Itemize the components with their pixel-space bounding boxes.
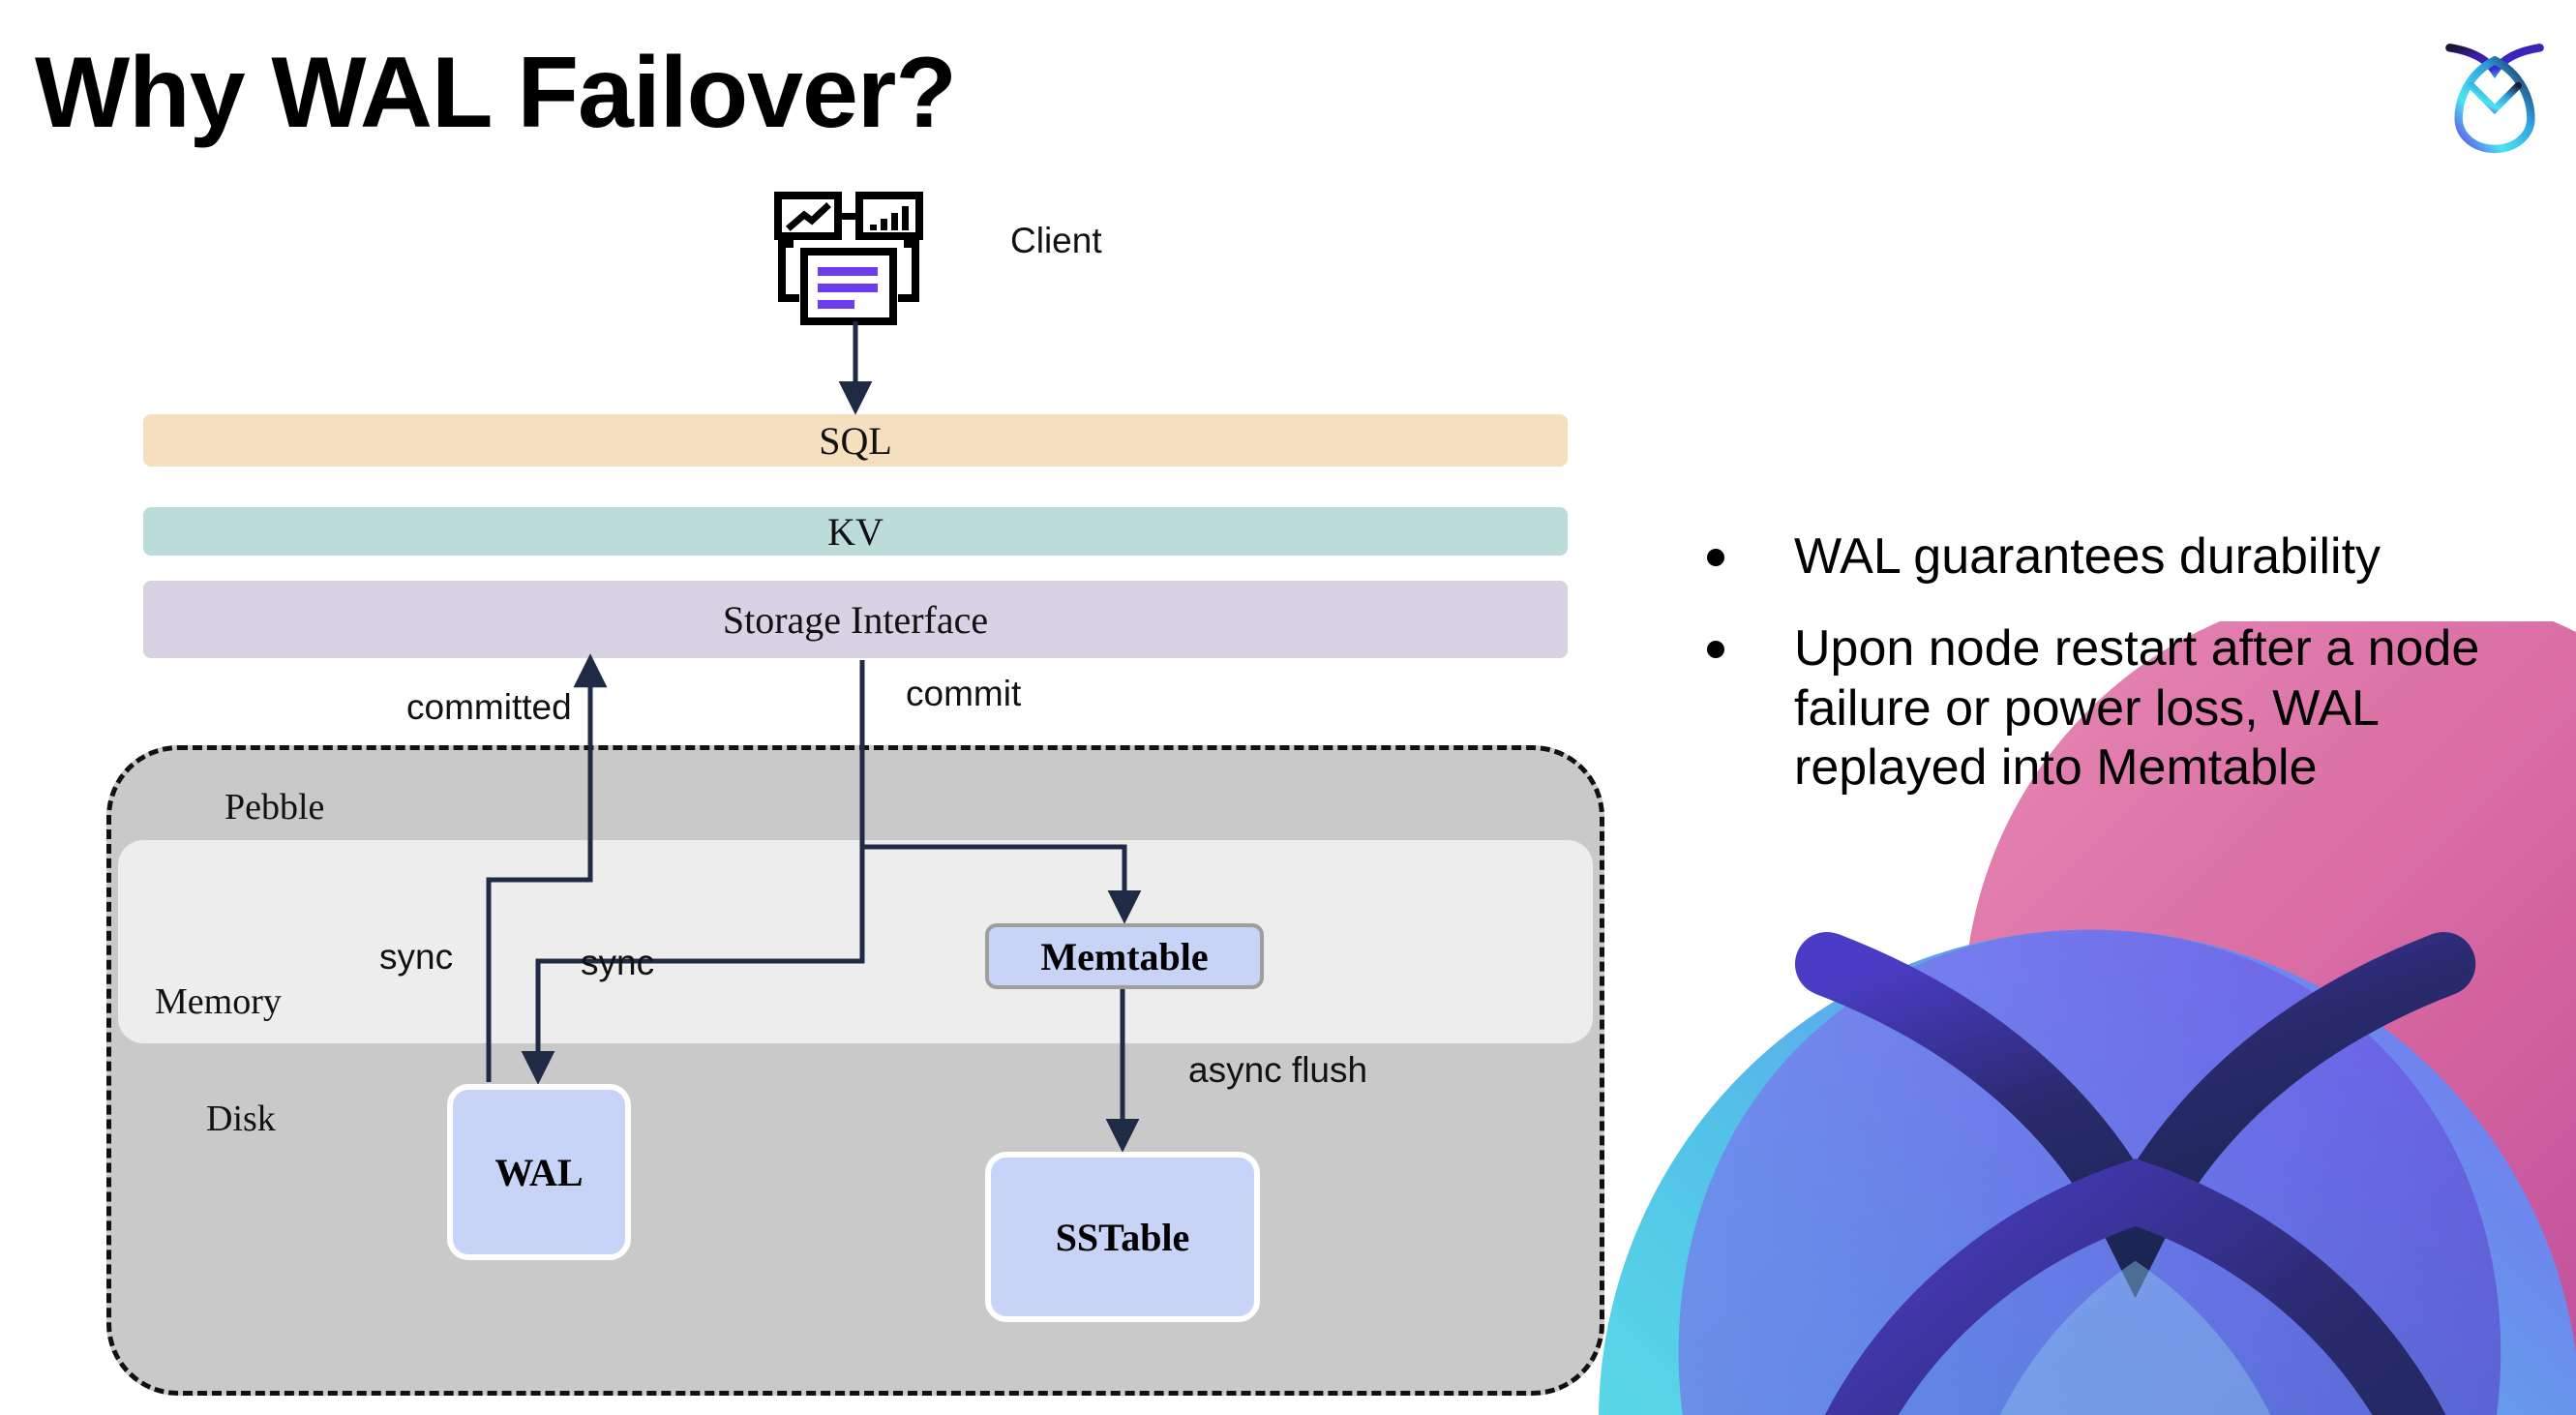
node-label-memtable: Memtable xyxy=(1040,934,1209,978)
edge-label-sync-right: sync xyxy=(581,943,655,982)
edge-label-async-flush: async flush xyxy=(1188,1050,1368,1090)
layer-bar-sql: SQL xyxy=(143,414,1568,467)
layer-label-kv: KV xyxy=(827,509,884,554)
disk-label: Disk xyxy=(206,1099,276,1139)
memory-label: Memory xyxy=(155,981,282,1022)
bullet-item: WAL guarantees durability xyxy=(1707,527,2510,587)
bullet-text: Upon node restart after a node failure o… xyxy=(1794,620,2480,797)
layer-bar-storage: Storage Interface xyxy=(143,581,1568,658)
node-wal: WAL xyxy=(447,1084,631,1260)
client-label: Client xyxy=(1010,221,1102,260)
node-label-wal: WAL xyxy=(494,1150,584,1194)
memory-zone-panel xyxy=(118,840,1593,1043)
layer-label-storage-interface: Storage Interface xyxy=(722,597,989,642)
client-dashboard-icon xyxy=(774,192,923,325)
edge-commit-to-wal xyxy=(521,847,865,1085)
page-title: Why WAL Failover? xyxy=(35,37,957,149)
edge-label-sync-left: sync xyxy=(379,937,454,977)
cockroach-logo-icon xyxy=(2445,44,2544,154)
layer-bar-kv: KV xyxy=(143,507,1568,556)
edge-label-committed: committed xyxy=(406,687,572,727)
bullet-list: WAL guarantees durability Upon node rest… xyxy=(1707,527,2510,830)
node-sstable: SSTable xyxy=(985,1152,1260,1322)
node-label-sstable: SSTable xyxy=(1055,1215,1190,1259)
layer-label-sql: SQL xyxy=(819,418,892,463)
bullet-dot-icon xyxy=(1707,641,1724,659)
edge-committed-to-storage xyxy=(486,653,608,1082)
pebble-label: Pebble xyxy=(225,787,325,828)
node-memtable: Memtable xyxy=(985,923,1264,989)
bullet-item: Upon node restart after a node failure o… xyxy=(1707,619,2510,798)
bullet-text: WAL guarantees durability xyxy=(1794,528,2381,585)
edge-label-commit: commit xyxy=(906,674,1022,713)
edge-commit-to-memtable xyxy=(859,660,1142,924)
bullet-dot-icon xyxy=(1707,549,1724,566)
